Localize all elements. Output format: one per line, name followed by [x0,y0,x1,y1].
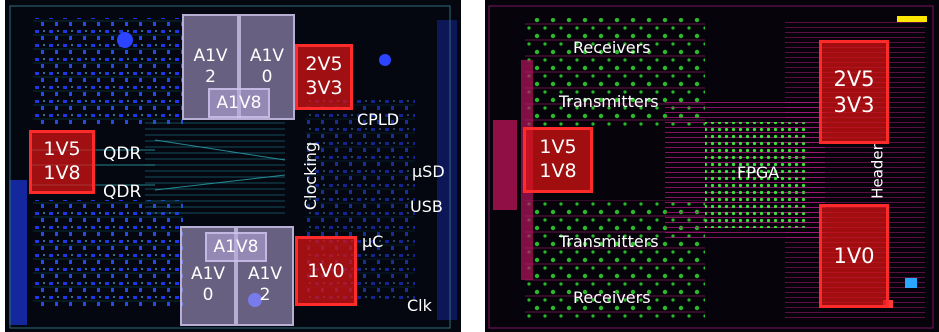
power-1v5-1v8-label: 1V5 1V8 [43,138,81,184]
cpld-label: CPLD [357,110,400,129]
a1v8-bottom-region: A1V8 [205,232,267,262]
usd-label: µSD [412,162,445,181]
header-label: Header [868,144,887,199]
power-1v0-label-right: 1V0 [833,244,875,268]
a1v0-bottom-label: A1V 0 [190,264,226,306]
qdr-bottom-label: QDR [103,182,142,202]
clk-label: Clk [407,296,432,315]
power-1v5-1v8-region: 1V5 1V8 [29,130,95,194]
receivers-top-label: Receivers [573,38,651,57]
usb-label: USB [410,197,443,216]
qdr-top-label: QDR [103,144,142,164]
a1v8-bottom-label: A1V8 [213,237,259,257]
power-1v5-1v8-region-right: 1V5 1V8 [523,127,593,193]
power-1v5-1v8-label-right: 1V5 1V8 [539,136,577,182]
transmitters-top-label: Transmitters [559,92,659,111]
power-1v0-region: 1V0 [295,236,357,306]
a1v2-top-label: A1V 2 [193,46,228,88]
receivers-bottom-label: Receivers [573,288,651,307]
power-2v5-3v3-region: 2V5 3V3 [295,44,353,110]
power-1v0-label: 1V0 [307,260,345,282]
fpga-label: FPGA [737,163,780,182]
a1v2-bottom-label: A1V 2 [247,264,283,306]
a1v0-top-label: A1V 0 [249,46,285,88]
power-2v5-3v3-region-right: 2V5 3V3 [819,40,889,144]
clocking-label: Clocking [301,141,320,211]
a1v8-top-region: A1V8 [208,88,270,118]
uc-label: µC [362,232,384,251]
power-2v5-3v3-label-right: 2V5 3V3 [833,66,875,117]
a1v8-top-label: A1V8 [216,93,262,113]
power-1v0-region-right: 1V0 [819,204,889,308]
power-2v5-3v3-label: 2V5 3V3 [305,53,343,99]
right-board-panel: Receivers Transmitters 2V5 3V3 1V5 1V8 F… [485,0,939,332]
transmitters-bottom-label: Transmitters [559,232,659,251]
left-board-panel: A1V 2 A1V 0 A1V8 2V5 3V3 1V5 1V8 1V0 A1V… [5,0,461,332]
